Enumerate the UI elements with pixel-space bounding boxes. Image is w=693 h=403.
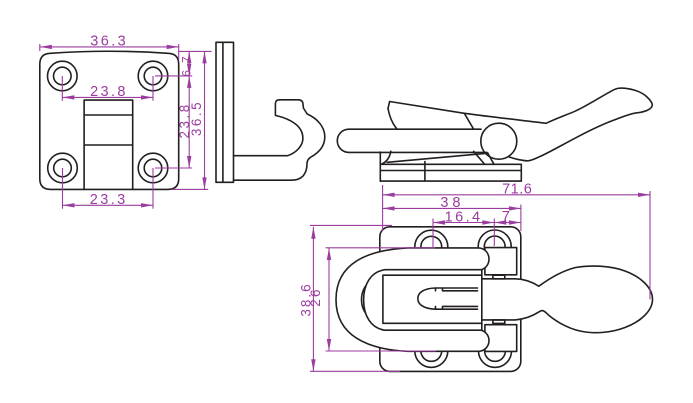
- svg-text:71.6: 71.6: [502, 181, 532, 197]
- svg-text:38: 38: [440, 195, 464, 211]
- svg-text:38.6: 38.6: [299, 282, 314, 316]
- svg-text:23.8: 23.8: [90, 84, 128, 100]
- svg-text:23.8: 23.8: [177, 102, 192, 138]
- svg-text:23.3: 23.3: [90, 192, 128, 208]
- svg-text:26: 26: [308, 287, 323, 306]
- svg-text:7: 7: [502, 209, 510, 225]
- svg-text:36.5: 36.5: [189, 100, 204, 136]
- svg-text:36.3: 36.3: [90, 33, 128, 49]
- svg-text:6.7: 6.7: [181, 55, 193, 77]
- svg-text:16.4: 16.4: [445, 209, 483, 225]
